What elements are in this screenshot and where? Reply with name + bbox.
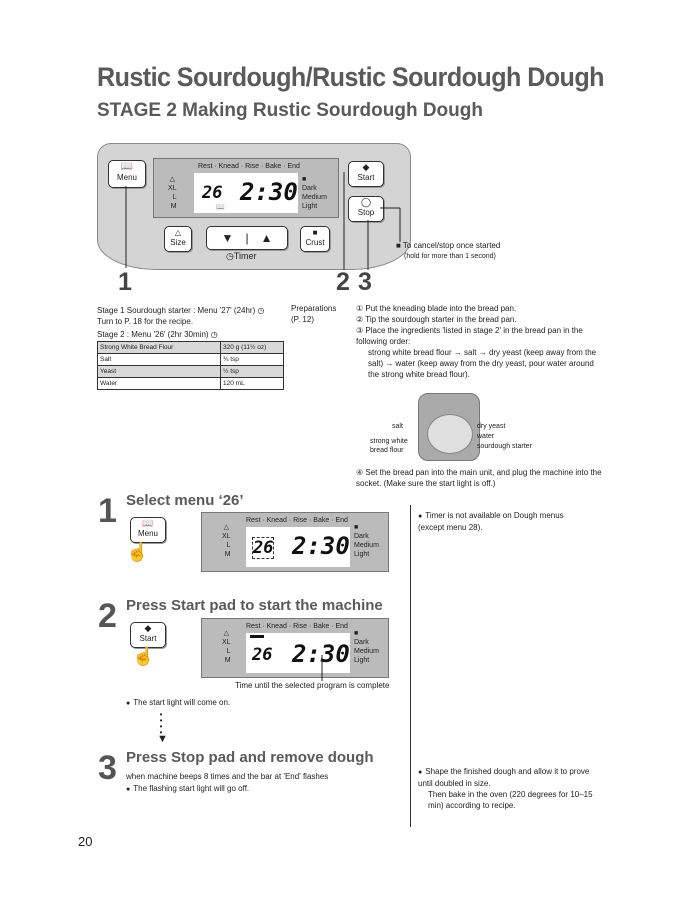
step-2-number: 2 xyxy=(98,597,117,635)
step1-menu-button[interactable]: 📖 Menu xyxy=(130,517,166,543)
loaf-icon: △ xyxy=(174,228,182,237)
loaf-icon: △ xyxy=(223,630,229,637)
step-1-heading: Select menu ‘26’ xyxy=(126,492,244,509)
square-bullet-icon: ■ xyxy=(396,241,401,250)
timer-note: Timer is not available on Dough menus (e… xyxy=(418,510,588,533)
column-divider xyxy=(410,505,411,827)
dotted-arrow-icon: ••••▼ xyxy=(157,710,168,745)
timer-label: ◷Timer xyxy=(226,251,257,261)
start-light-note: The start light will come on. xyxy=(126,697,230,709)
progress-bar-rest xyxy=(250,635,264,638)
prep-step: ② Tip the sourdough starter in the bread… xyxy=(356,315,517,324)
crust-icon: ■ xyxy=(354,524,359,531)
prep-order: strong white bread flour → salt → dry ye… xyxy=(368,348,597,379)
pan-label-water: water xyxy=(477,433,495,440)
cancel-sub-note: (hold for more than 1 second) xyxy=(404,253,496,260)
start-icon: ◆ xyxy=(144,623,152,633)
page-subtitle: STAGE 2 Making Rustic Sourdough Dough xyxy=(97,100,483,121)
callout-2: 2 xyxy=(336,268,350,296)
prep-step-4: ④ Set the bread pan into the main unit, … xyxy=(356,468,602,488)
loaf-icon: △ xyxy=(223,524,229,531)
step2-start-button[interactable]: ◆ Start xyxy=(130,622,166,648)
caption-pointer xyxy=(321,655,323,681)
book-icon: 📖 xyxy=(142,518,154,528)
time-caption: Time until the selected program is compl… xyxy=(235,681,390,690)
pan-label-salt: salt xyxy=(392,423,403,430)
menu-number-readout: 26 xyxy=(252,645,273,665)
time-readout: 2:30 xyxy=(292,532,350,560)
cancel-note: ■ To cancel/stop once started xyxy=(396,241,501,250)
step-2-heading: Press Start pad to start the machine xyxy=(126,597,383,614)
lcd-screen: 26 2:30 📖 xyxy=(194,173,298,213)
pan-label-flour: strong white bread flour xyxy=(370,438,408,454)
page-title: Rustic Sourdough/Rustic Sourdough Dough xyxy=(97,62,604,92)
timer-up-button[interactable]: ▲ xyxy=(260,231,273,245)
step-1-number: 1 xyxy=(98,492,117,530)
hand-icon: ☝ xyxy=(132,646,155,666)
stage-labels: Rest · Knead · Rise · Bake · End xyxy=(198,163,300,170)
pan-label-yeast: dry yeast xyxy=(477,423,506,430)
step-3-heading: Press Stop pad and remove dough xyxy=(126,749,374,766)
menu-number-readout: 26 xyxy=(202,183,223,203)
callout-lines xyxy=(125,172,401,270)
loaf-icon: △ xyxy=(169,176,175,183)
crust-button[interactable]: ■ Crust xyxy=(300,226,330,252)
time-readout: 2:30 xyxy=(240,178,298,206)
clock-icon: ◷ xyxy=(257,306,265,315)
prep-steps: ① Put the kneading blade into the bread … xyxy=(356,303,606,380)
prep-step: ③ Place the ingredients 'listed in stage… xyxy=(356,326,583,346)
bread-pan-illustration xyxy=(418,393,480,461)
recipe-book-icon: 📖 xyxy=(216,204,225,211)
callout-1: 1 xyxy=(118,268,132,296)
prep-step: ① Put the kneading blade into the bread … xyxy=(356,304,517,313)
step-3-sub: when machine beeps 8 times and the bar a… xyxy=(126,772,329,781)
crust-icon: ■ xyxy=(302,176,307,183)
timer-down-button[interactable]: ▼ xyxy=(221,231,234,245)
stage2-label: Stage 2 : Menu '26' (2hr 30min) ◷ xyxy=(97,330,218,339)
menu-number-readout: 26 xyxy=(252,537,275,559)
pan-label-starter: sourdough starter xyxy=(477,443,532,450)
shape-note: Shape the finished dough and allow it to… xyxy=(418,766,593,811)
timer-arrow-buttons: ▼|▲ xyxy=(206,226,288,250)
book-icon: 📖 xyxy=(120,161,134,172)
start-icon: ◆ xyxy=(362,162,370,172)
step-3-number: 3 xyxy=(98,749,117,787)
stop-icon: ◯ xyxy=(360,197,372,207)
hand-icon: ☝ xyxy=(126,542,149,562)
clock-icon: ◷ xyxy=(210,330,218,339)
menu-button[interactable]: 📖 Menu xyxy=(108,160,146,188)
start-button[interactable]: ◆ Start xyxy=(348,161,384,187)
crust-icon: ■ xyxy=(312,228,318,237)
stage1-info: Stage 1 Sourdough starter : Menu '27' (2… xyxy=(97,306,265,326)
page-number: 20 xyxy=(78,834,93,849)
clock-icon: ◷ xyxy=(226,251,234,261)
callout-3: 3 xyxy=(358,268,372,296)
crust-icon: ■ xyxy=(354,630,359,637)
preparations-label: Preparations (P. 12) xyxy=(291,304,337,324)
size-button[interactable]: △ Size xyxy=(164,226,192,252)
start-light-off-note: The flashing start light will go off. xyxy=(126,783,249,795)
stop-button[interactable]: ◯ Stop xyxy=(348,196,384,222)
time-readout: 2:30 xyxy=(292,640,350,668)
